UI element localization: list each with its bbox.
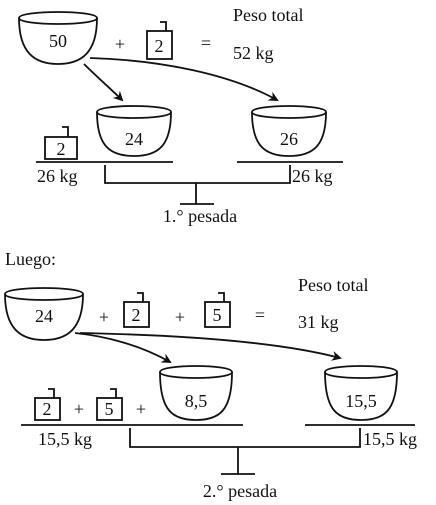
bowl-50-label: 50: [49, 31, 67, 51]
arrow-to-right-pan-1: [89, 57, 279, 101]
total-value-1: 52 kg: [233, 43, 274, 63]
weight-5-icon: 5: [204, 292, 231, 328]
left-pan-2-label: 15,5 kg: [38, 429, 92, 449]
weight-2-icon: 2: [146, 21, 173, 60]
equals-sign: =: [201, 33, 211, 53]
bowl-24-source: 24: [4, 287, 84, 341]
bowl-15-5-label: 15,5: [345, 391, 377, 411]
bowl-50: 50: [18, 11, 98, 65]
left-pan-2-weight-b: 5: [105, 399, 114, 419]
bowl-8-5-label: 8,5: [185, 391, 208, 411]
weight-b-label: 5: [213, 305, 222, 325]
caption-1: 1.° pesada: [163, 206, 237, 226]
equals-sign: =: [255, 305, 265, 325]
bowl-24: 24: [96, 105, 172, 157]
balance-1: [104, 165, 291, 205]
right-pan-1-label: 26 kg: [292, 166, 333, 186]
weight-a-label: 2: [132, 305, 141, 325]
plus-sign: +: [99, 307, 109, 327]
total-value-2: 31 kg: [298, 312, 339, 332]
bowl-24-source-label: 24: [35, 306, 53, 326]
bowl-15-5: 15,5: [324, 365, 398, 421]
total-label-2: Peso total: [298, 275, 369, 295]
left-pan-1-label: 26 kg: [37, 166, 78, 186]
plus-sign: +: [175, 307, 185, 327]
arrow-to-left-pan-1: [83, 63, 124, 102]
weight-2-label: 2: [155, 36, 164, 56]
weight-2-icon: 2: [123, 292, 150, 328]
right-pan-2-label: 15,5 kg: [363, 429, 417, 449]
left-pan-2-weight-a: 2: [43, 399, 52, 419]
weight-5-icon: 5: [96, 388, 123, 421]
balance-2: [129, 428, 361, 475]
bowl-24-label: 24: [125, 129, 143, 149]
arrow-to-right-pan-2: [79, 332, 342, 361]
left-pan-1-weight-label: 2: [57, 139, 66, 159]
bowl-26: 26: [251, 105, 327, 157]
plus-sign: +: [115, 34, 125, 54]
right-pan-1: 26 26 kg: [237, 105, 343, 186]
left-pan-1: 2 24 26 kg: [36, 105, 173, 186]
bowl-8-5: 8,5: [159, 365, 233, 421]
plus-sign: +: [136, 399, 146, 419]
arrow-to-left-pan-2: [74, 332, 172, 363]
weight-2-icon: 2: [34, 388, 61, 421]
total-label-1: Peso total: [233, 5, 304, 25]
weight-2-icon: 2: [44, 126, 78, 160]
plus-sign: +: [74, 399, 84, 419]
left-pan-2: 2 + 5 + 8,5 15,5 kg: [21, 365, 243, 449]
right-pan-2: 15,5 15,5 kg: [305, 365, 417, 449]
separator-label: Luego:: [5, 249, 56, 269]
bowl-26-label: 26: [280, 129, 298, 149]
caption-2: 2.° pesada: [203, 481, 277, 501]
